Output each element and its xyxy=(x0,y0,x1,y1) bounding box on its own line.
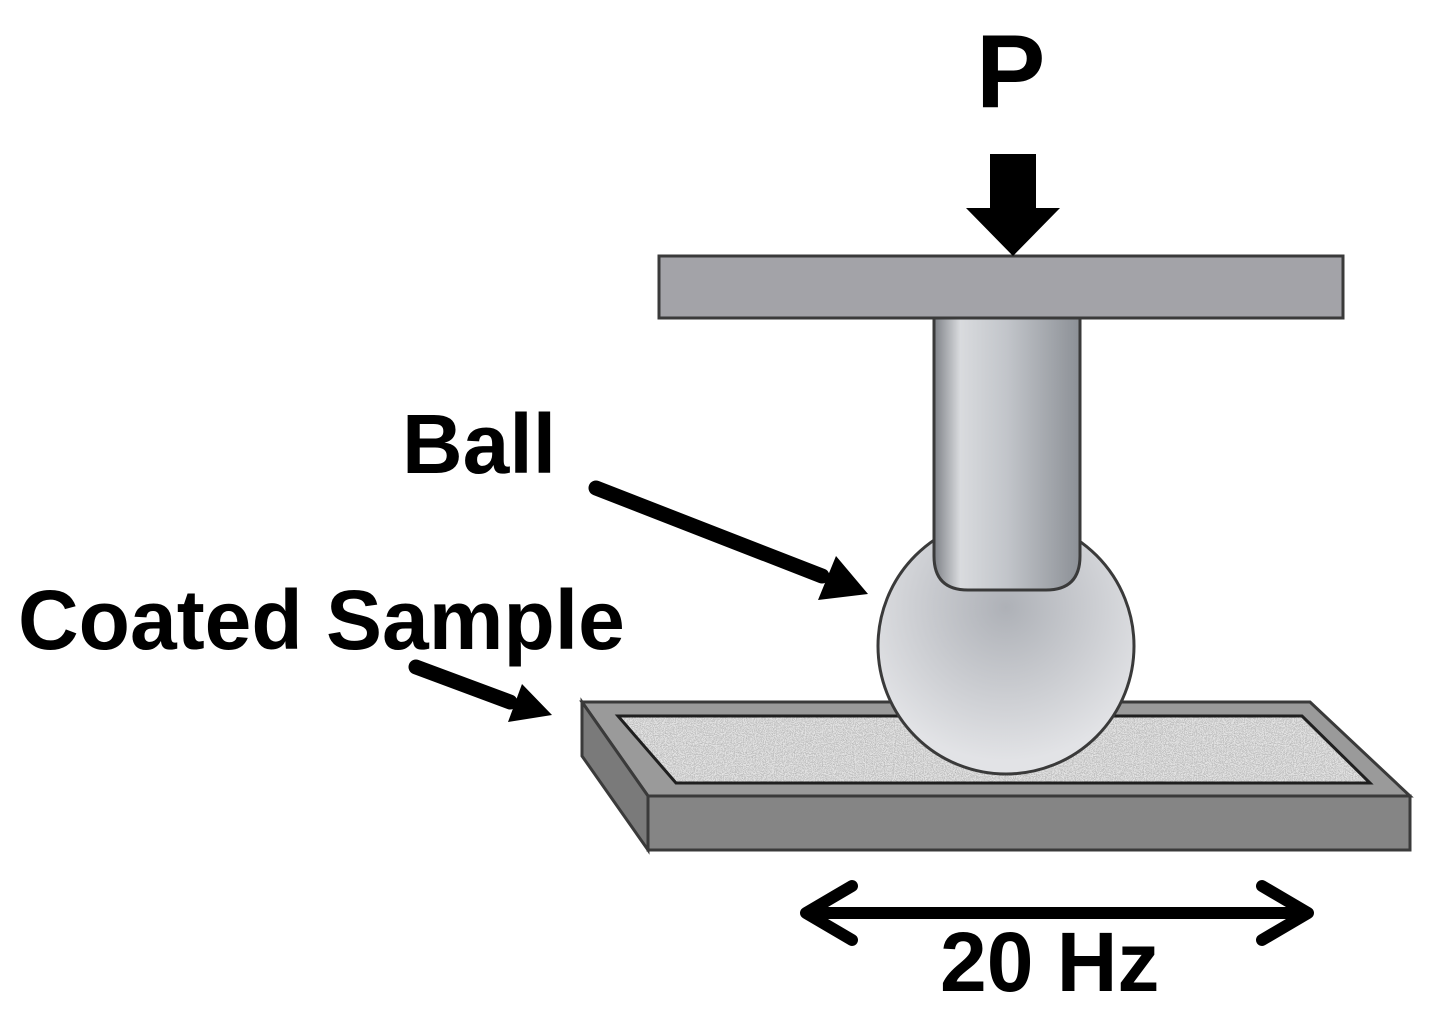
arrow-pointer-icon xyxy=(408,659,552,722)
ball-label: Ball xyxy=(402,397,557,491)
load-plate xyxy=(657,254,1345,320)
load-label: P xyxy=(976,14,1046,130)
arrow-down-icon xyxy=(966,154,1060,256)
coated-sample-label: Coated Sample xyxy=(18,573,625,667)
ball-holder-shaft xyxy=(932,304,1082,592)
double-arrow-icon xyxy=(800,880,1314,946)
sample-front-face xyxy=(646,794,1412,852)
arrow-pointer-icon xyxy=(588,480,868,600)
coated-sample xyxy=(579,697,1414,855)
frequency-label: 20 Hz xyxy=(940,915,1160,1009)
sample-left-face xyxy=(580,697,650,855)
